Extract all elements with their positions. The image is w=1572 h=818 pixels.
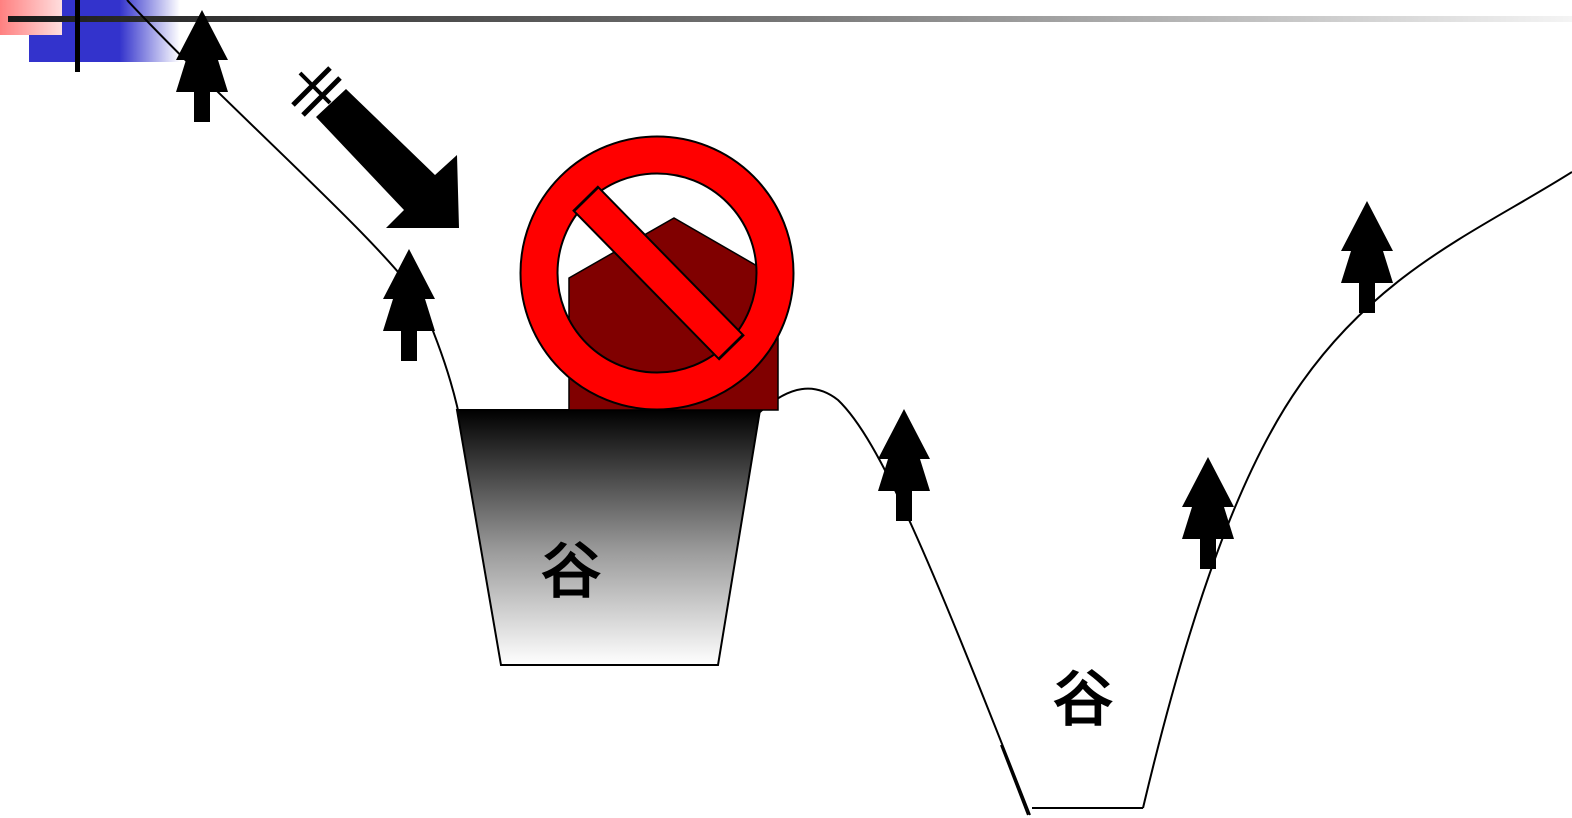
template-vertical-mark [75,0,80,72]
terrain-scarp-line [1001,745,1028,815]
valley-label-natural: 谷 [1053,670,1113,730]
valley-label-filled: 谷 [541,542,601,602]
tree-icon [383,249,435,361]
filled-valley [457,410,760,665]
template-decoration [0,0,1572,72]
template-top-bar [8,16,1572,22]
tree-icon [1182,457,1234,569]
tree-icon [176,10,228,122]
downhill-arrow-icon [290,68,459,228]
tree-icon [1341,201,1393,313]
tree-icon [878,409,930,521]
